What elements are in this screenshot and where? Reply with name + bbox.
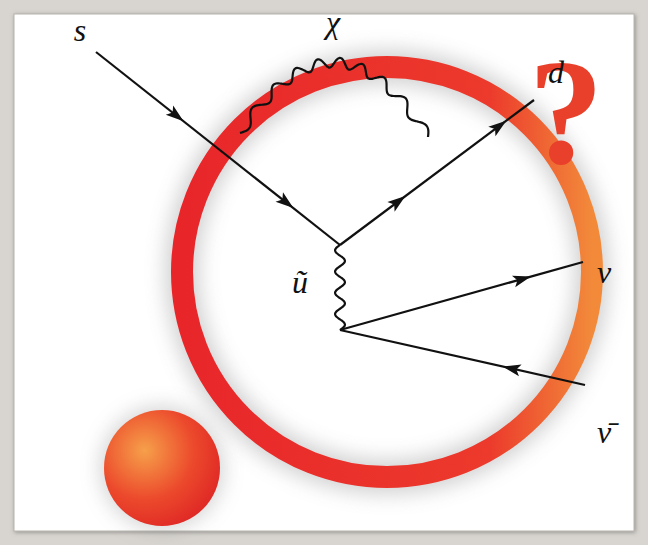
s-quark-line: [96, 52, 340, 245]
fermion-arrow: [387, 191, 409, 211]
particle-label: χ: [326, 6, 340, 38]
chargino-wavy-line: [240, 58, 428, 137]
ball-glow: [100, 406, 224, 530]
fermion-arrow: [501, 361, 521, 377]
red-ball: [104, 410, 220, 526]
fermion-arrow: [166, 105, 188, 126]
fermion-arrow: [488, 116, 510, 136]
z-boson-wavy-line: [335, 245, 345, 330]
quark-label: d: [548, 56, 564, 88]
particle-label: ν: [597, 256, 611, 288]
neutrino-line: [340, 262, 583, 330]
particle-label: ũ: [292, 266, 308, 298]
d-quark-line: [340, 100, 534, 245]
fermion-arrow: [512, 271, 533, 287]
quark-label: s: [74, 14, 86, 46]
panel: [14, 14, 634, 531]
antineutrino-line: [340, 330, 585, 385]
question-mark: ?: [529, 37, 604, 187]
feynman-lines: [96, 52, 585, 385]
fermion-arrow: [276, 192, 298, 213]
particle-label: ν̄: [597, 416, 611, 448]
